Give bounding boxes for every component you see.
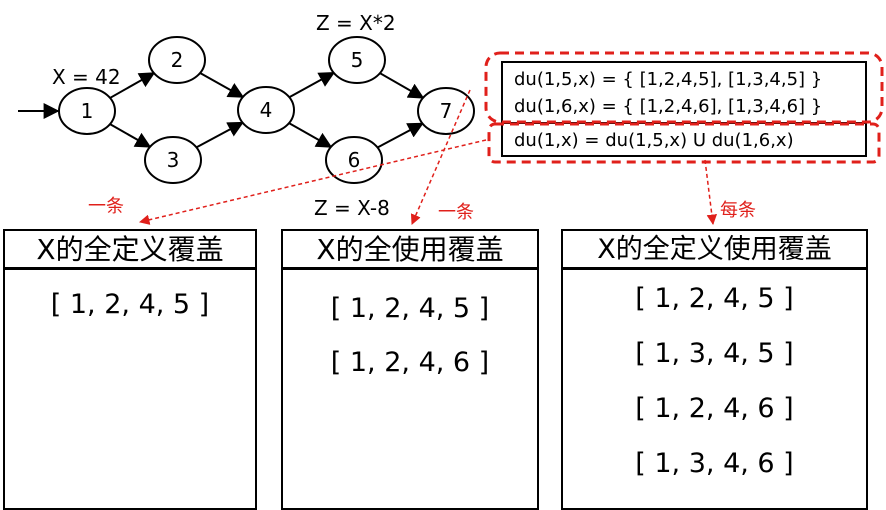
panel-title: X的全定义使用覆盖: [563, 231, 866, 270]
node-2: [148, 36, 206, 84]
node-3: [144, 136, 202, 184]
panel-all-uses-coverage: X的全使用覆盖 [ 1, 2, 4, 5 ] [ 1, 2, 4, 6 ]: [281, 229, 539, 510]
path-item: [ 1, 2, 4, 5 ]: [635, 283, 794, 314]
node-label-4: 4: [260, 98, 273, 122]
arrow-label-right: 每条: [720, 200, 756, 221]
du-line-1: du(1,5,x) = { [1,2,4,5], [1,3,4,5] }: [514, 69, 822, 90]
panel-all-du-paths-coverage: X的全定义使用覆盖 [ 1, 2, 4, 5 ] [ 1, 3, 4, 5 ] …: [561, 229, 868, 510]
pointer-arrow-right: [704, 159, 718, 226]
node-7: [417, 87, 475, 135]
path-item: [ 1, 2, 4, 6 ]: [330, 347, 490, 378]
pointer-arrow-left: [138, 139, 487, 225]
edge-6-7: [377, 122, 424, 149]
annotation-node1: X = 42: [52, 65, 121, 89]
du-line-3: du(1,x) = du(1,5,x) U du(1,6,x): [514, 130, 794, 151]
path-item: [ 1, 2, 4, 5 ]: [50, 289, 210, 320]
edge-2-4: [199, 72, 245, 98]
path-item: [ 1, 3, 4, 6 ]: [635, 448, 794, 479]
edges: [109, 71, 425, 149]
node-label-7: 7: [440, 99, 453, 123]
node-1: [58, 87, 116, 135]
edge-3-4: [195, 121, 244, 149]
panel-all-defs-coverage: X的全定义覆盖 [ 1, 2, 4, 5 ]: [3, 229, 257, 510]
edge-4-6: [288, 122, 333, 148]
node-label-5: 5: [351, 48, 364, 72]
edge-5-7: [379, 72, 425, 99]
annotation-node6: Z = X-8: [314, 196, 390, 220]
node-5: [328, 36, 386, 84]
panel-title: X的全使用覆盖: [283, 231, 537, 270]
edge-1-3: [109, 123, 152, 148]
annotation-node5: Z = X*2: [316, 11, 396, 35]
node-label-1: 1: [81, 99, 94, 123]
node-label-6: 6: [348, 148, 361, 172]
path-item: [ 1, 2, 4, 5 ]: [330, 293, 490, 324]
pointer-arrow-middle: [410, 89, 471, 225]
arrow-label-middle: 一条: [438, 202, 474, 223]
nodes: 1 2 3 4 5 6 7: [58, 36, 475, 184]
du-union-outline: [487, 122, 881, 164]
path-item: [ 1, 3, 4, 5 ]: [635, 338, 794, 369]
edge-4-5: [288, 71, 336, 99]
node-6: [325, 136, 383, 184]
du-union-box: [501, 61, 867, 157]
node-label-2: 2: [171, 48, 184, 72]
edge-1-2: [109, 72, 156, 99]
node-4: [237, 86, 295, 134]
du-group-outline: [484, 51, 884, 124]
arrow-label-left: 一条: [88, 196, 124, 217]
du-line-2: du(1,6,x) = { [1,2,4,6], [1,3,4,6] }: [514, 96, 822, 117]
panel-title: X的全定义覆盖: [5, 231, 255, 270]
path-item: [ 1, 2, 4, 6 ]: [635, 393, 794, 424]
node-label-3: 3: [167, 148, 180, 172]
